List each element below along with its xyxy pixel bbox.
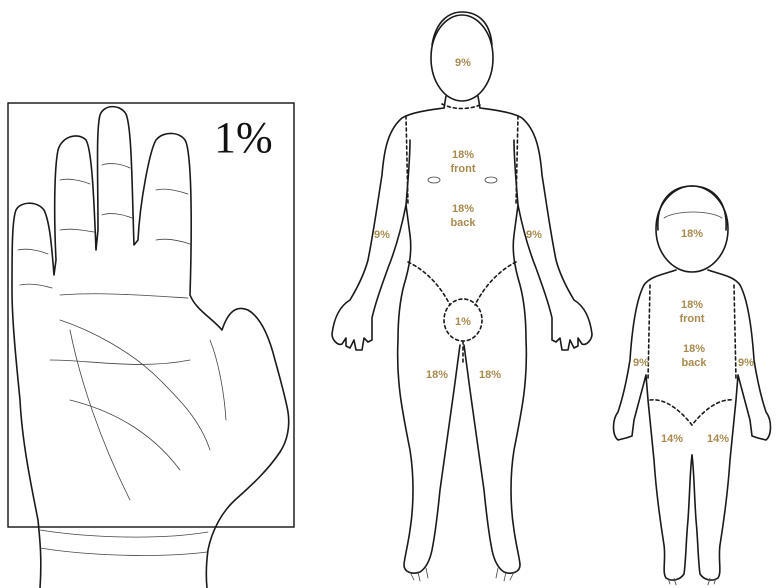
adult-head-percentage: 9% [455, 57, 471, 69]
child-right-leg-percentage: 14% [707, 433, 729, 445]
adult-left-arm-percentage: 9% [374, 229, 390, 241]
adult-torso-front-percentage: 18% [452, 149, 474, 161]
child-torso-back-label: back [681, 357, 707, 369]
adult-groin-percentage: 1% [455, 316, 471, 328]
child-head-percentage: 18% [681, 228, 703, 240]
hand-percentage: 1% [214, 113, 273, 162]
adult-right-leg-percentage: 18% [479, 369, 501, 381]
adult-torso-front-label: front [450, 163, 475, 175]
adult-figure: 9% 18% front 18% back 9% 9% 1% 18% 18% [332, 12, 592, 581]
child-torso-back-percentage: 18% [683, 343, 705, 355]
child-torso-front-label: front [679, 313, 704, 325]
adult-body-icon [332, 12, 592, 581]
adult-left-leg-percentage: 18% [426, 369, 448, 381]
child-right-arm-percentage: 9% [738, 357, 754, 369]
hand-figure: 1% [8, 103, 294, 588]
adult-torso-back-label: back [450, 217, 476, 229]
child-body-icon [614, 186, 771, 585]
hand-frame [8, 103, 294, 527]
child-left-arm-percentage: 9% [633, 357, 649, 369]
child-torso-front-percentage: 18% [681, 299, 703, 311]
adult-torso-back-percentage: 18% [452, 203, 474, 215]
child-figure: 18% 18% front 18% back 9% 9% 14% 14% [614, 186, 771, 585]
child-left-leg-percentage: 14% [661, 433, 683, 445]
adult-right-arm-percentage: 9% [526, 229, 542, 241]
hand-drawing-icon [12, 107, 289, 588]
